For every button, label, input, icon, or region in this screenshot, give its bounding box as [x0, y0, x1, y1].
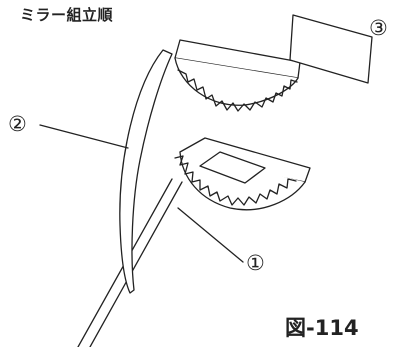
lower-mirror-unit — [174, 137, 311, 211]
callout-cover: ② — [8, 112, 27, 136]
leader-cover — [39, 124, 129, 149]
upper-mirror-unit — [174, 39, 301, 112]
diagram-title: ミラー組立順 — [20, 6, 114, 24]
figure-label: 図-114 — [285, 316, 359, 340]
plate-part — [289, 14, 373, 84]
curved-cover — [119, 49, 173, 294]
callout-mirror: ① — [246, 251, 265, 275]
leader-mirror — [177, 207, 244, 263]
callout-plate: ③ — [369, 16, 388, 40]
